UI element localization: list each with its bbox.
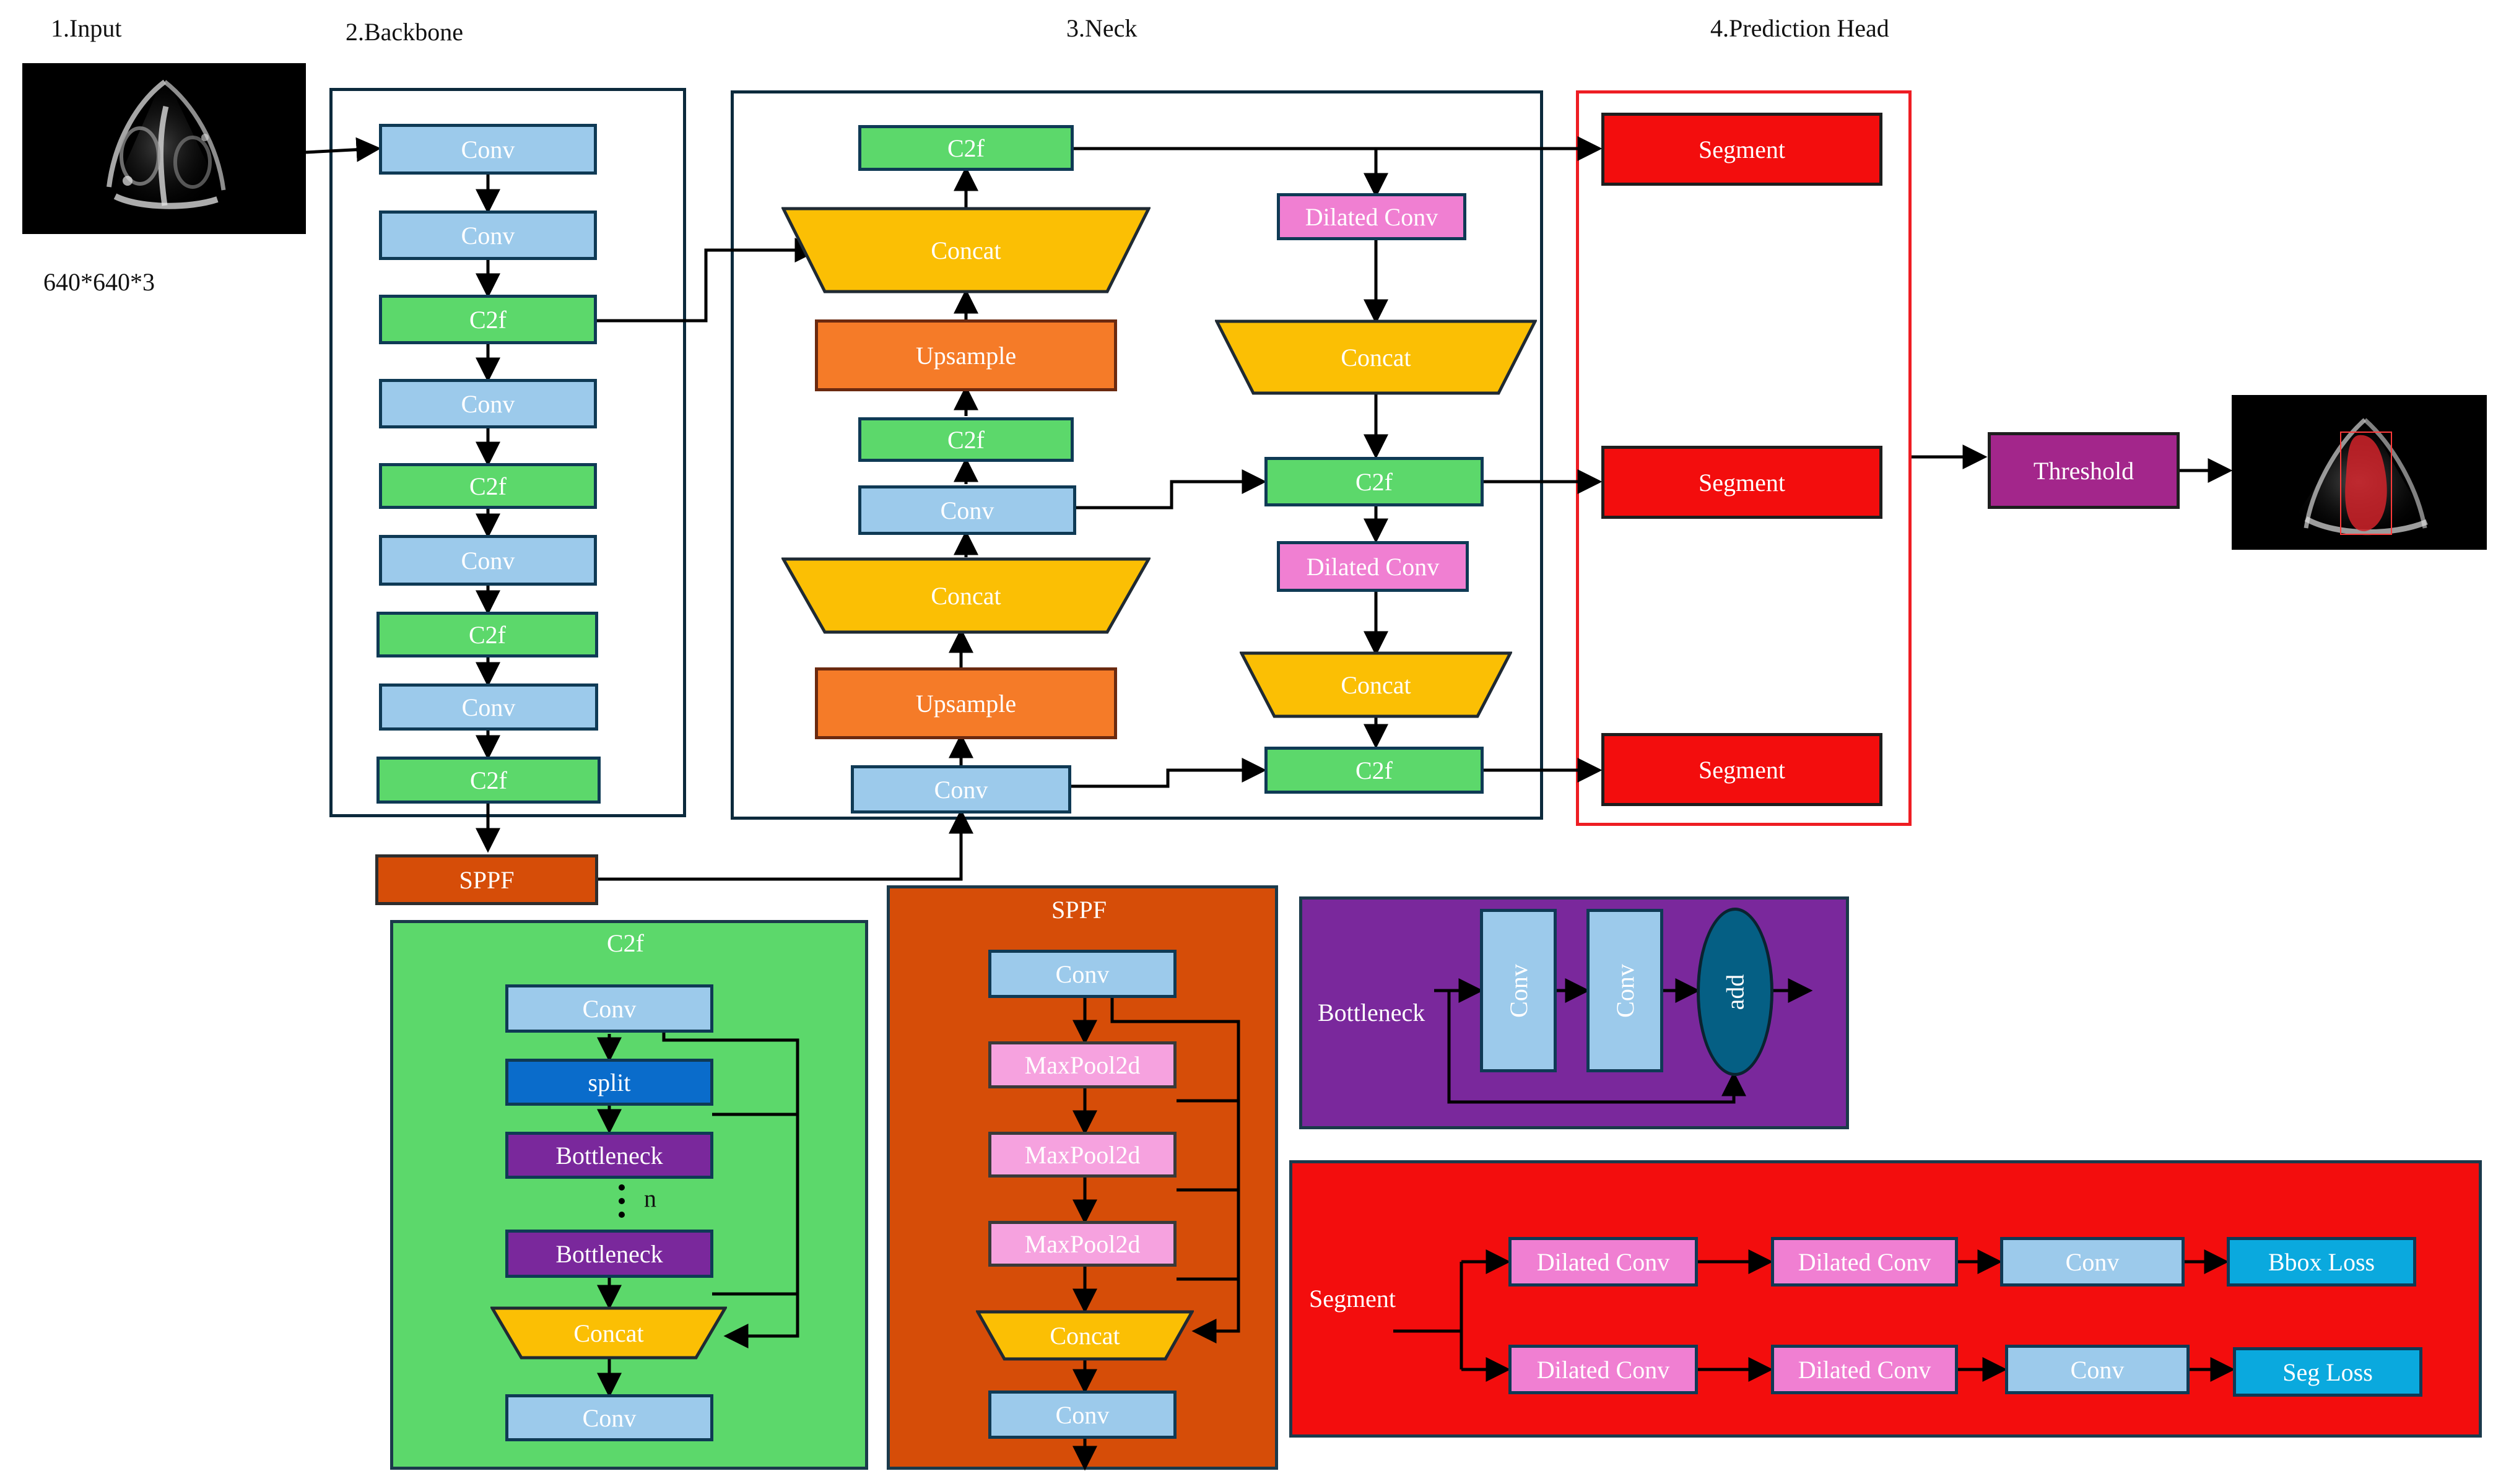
backbone-conv-4: Conv [379, 535, 597, 586]
backbone-conv-5: Conv [379, 683, 598, 731]
neck-c2f-top: C2f [858, 125, 1074, 171]
sppf-module-conv-top: Conv [988, 950, 1177, 998]
bottleneck-module-conv-1: Conv [1480, 909, 1557, 1072]
backbone-c2f-2: C2f [379, 463, 597, 509]
sppf-module-maxpool-2: MaxPool2d [988, 1132, 1177, 1178]
neck-conv-mid: Conv [858, 485, 1076, 535]
output-echo-image [2232, 395, 2487, 550]
prediction-head-frame [1576, 90, 1912, 826]
sppf-module-title: SPPF [1051, 896, 1107, 924]
sppf-module-maxpool-1: MaxPool2d [988, 1041, 1177, 1088]
backbone-c2f-3: C2f [376, 612, 598, 657]
c2f-module-bottleneck-2: Bottleneck [505, 1230, 713, 1278]
neck-c2f-right-mid: C2f [1264, 457, 1484, 506]
sppf-module-concat: Concat [976, 1310, 1194, 1361]
bottleneck-module-conv-2: Conv [1586, 909, 1663, 1072]
sppf-module-conv-bottom: Conv [988, 1391, 1177, 1439]
input-size-label: 640*640*3 [43, 268, 155, 296]
c2f-module-split: split [505, 1059, 713, 1106]
section-title-prediction-head: 4.Prediction Head [1710, 14, 1889, 42]
section-title-neck: 3.Neck [1066, 14, 1138, 42]
segment-row2-dilated-conv-2: Dilated Conv [1771, 1345, 1958, 1394]
segment-row1-conv: Conv [2000, 1237, 2185, 1287]
head-segment-1: Segment [1601, 113, 1882, 186]
threshold-box: Threshold [1988, 432, 2180, 509]
backbone-frame [329, 88, 686, 817]
neck-concat-2: Concat [781, 557, 1151, 634]
c2f-module-panel [390, 920, 868, 1470]
neck-dilated-conv-1: Dilated Conv [1277, 193, 1466, 240]
head-segment-3: Segment [1601, 733, 1882, 806]
segment-row2-conv: Conv [2005, 1345, 2190, 1394]
neck-upsample-1: Upsample [815, 319, 1117, 391]
segment-row2-dilated-conv-1: Dilated Conv [1508, 1345, 1698, 1394]
c2f-module-title: C2f [607, 929, 644, 957]
c2f-module-concat: Concat [490, 1306, 727, 1360]
backbone-conv-3: Conv [379, 379, 597, 428]
section-title-input: 1.Input [51, 14, 122, 42]
bottleneck-module-add: add [1697, 908, 1773, 1076]
neck-c2f-right-bottom: C2f [1264, 747, 1484, 794]
backbone-c2f-4: C2f [376, 757, 601, 804]
c2f-module-bottleneck-1: Bottleneck [505, 1132, 713, 1179]
c2f-module-conv-bottom: Conv [505, 1394, 713, 1441]
backbone-c2f-1: C2f [379, 295, 597, 344]
segment-row1-dilated-conv-2: Dilated Conv [1771, 1237, 1958, 1287]
segment-module-title: Segment [1309, 1285, 1396, 1313]
neck-concat-4: Concat [1240, 651, 1512, 718]
neck-dilated-conv-2: Dilated Conv [1277, 541, 1469, 592]
c2f-module-repeat-label: n [644, 1184, 656, 1212]
neck-c2f-mid: C2f [858, 417, 1074, 462]
bottleneck-module-title: Bottleneck [1318, 999, 1425, 1026]
neck-frame [731, 90, 1543, 820]
c2f-module-conv-top: Conv [505, 984, 713, 1033]
backbone-sppf: SPPF [375, 854, 598, 905]
neck-concat-1: Concat [781, 207, 1151, 293]
neck-upsample-2: Upsample [815, 667, 1117, 739]
neck-conv-bottom: Conv [851, 765, 1071, 814]
backbone-conv-2: Conv [379, 210, 597, 260]
sppf-module-maxpool-3: MaxPool2d [988, 1221, 1177, 1267]
backbone-conv-1: Conv [379, 124, 597, 175]
head-segment-2: Segment [1601, 446, 1882, 519]
section-title-backbone: 2.Backbone [346, 18, 463, 46]
segment-seg-loss: Seg Loss [2233, 1347, 2422, 1397]
neck-concat-3: Concat [1215, 319, 1537, 395]
segment-bbox-loss: Bbox Loss [2227, 1237, 2416, 1287]
input-echo-image [22, 63, 306, 234]
segment-row1-dilated-conv-1: Dilated Conv [1508, 1237, 1698, 1287]
